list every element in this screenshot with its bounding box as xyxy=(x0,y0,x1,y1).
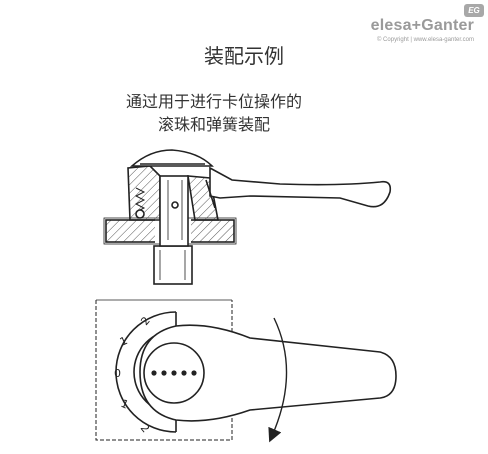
detent-hole xyxy=(191,370,197,376)
handle-top xyxy=(139,324,397,422)
dial-label: 2 xyxy=(138,422,152,436)
caption-line-1: 通过用于进行卡位操作的 xyxy=(126,92,303,111)
detent-holes xyxy=(151,370,197,376)
spring xyxy=(134,187,146,213)
brand-copyright: © Copyright | www.elesa-ganter.com xyxy=(376,37,474,43)
lever-arm xyxy=(209,166,392,208)
dial-label: 1 xyxy=(119,397,131,412)
brand-logo: EG elesa+Ganter © Copyright | www.elesa-… xyxy=(318,4,484,46)
dial-arc-outer xyxy=(115,311,177,433)
cap xyxy=(129,149,214,167)
brand-badge: EG xyxy=(464,4,484,17)
dial-label: 1 xyxy=(118,334,130,349)
dial-label: 2 xyxy=(138,314,152,328)
caption-line-2: 滚珠和弹簧装配 xyxy=(158,115,271,134)
rotation-arrow-icon xyxy=(268,317,288,443)
detent-hole xyxy=(161,370,167,376)
caption: 通过用于进行卡位操作的 滚珠和弹簧装配 xyxy=(126,90,302,136)
page-title: 装配示例 xyxy=(204,44,284,68)
dial-label: 0 xyxy=(114,367,121,380)
bore xyxy=(159,175,189,247)
brand-name: elesa+Ganter xyxy=(370,17,474,34)
detent-hole xyxy=(171,370,177,376)
side-view xyxy=(103,149,392,285)
top-view xyxy=(95,299,397,443)
detent-hole xyxy=(181,370,187,376)
handle-hub xyxy=(143,342,205,404)
ball xyxy=(135,209,145,219)
detent-hole xyxy=(151,370,157,376)
